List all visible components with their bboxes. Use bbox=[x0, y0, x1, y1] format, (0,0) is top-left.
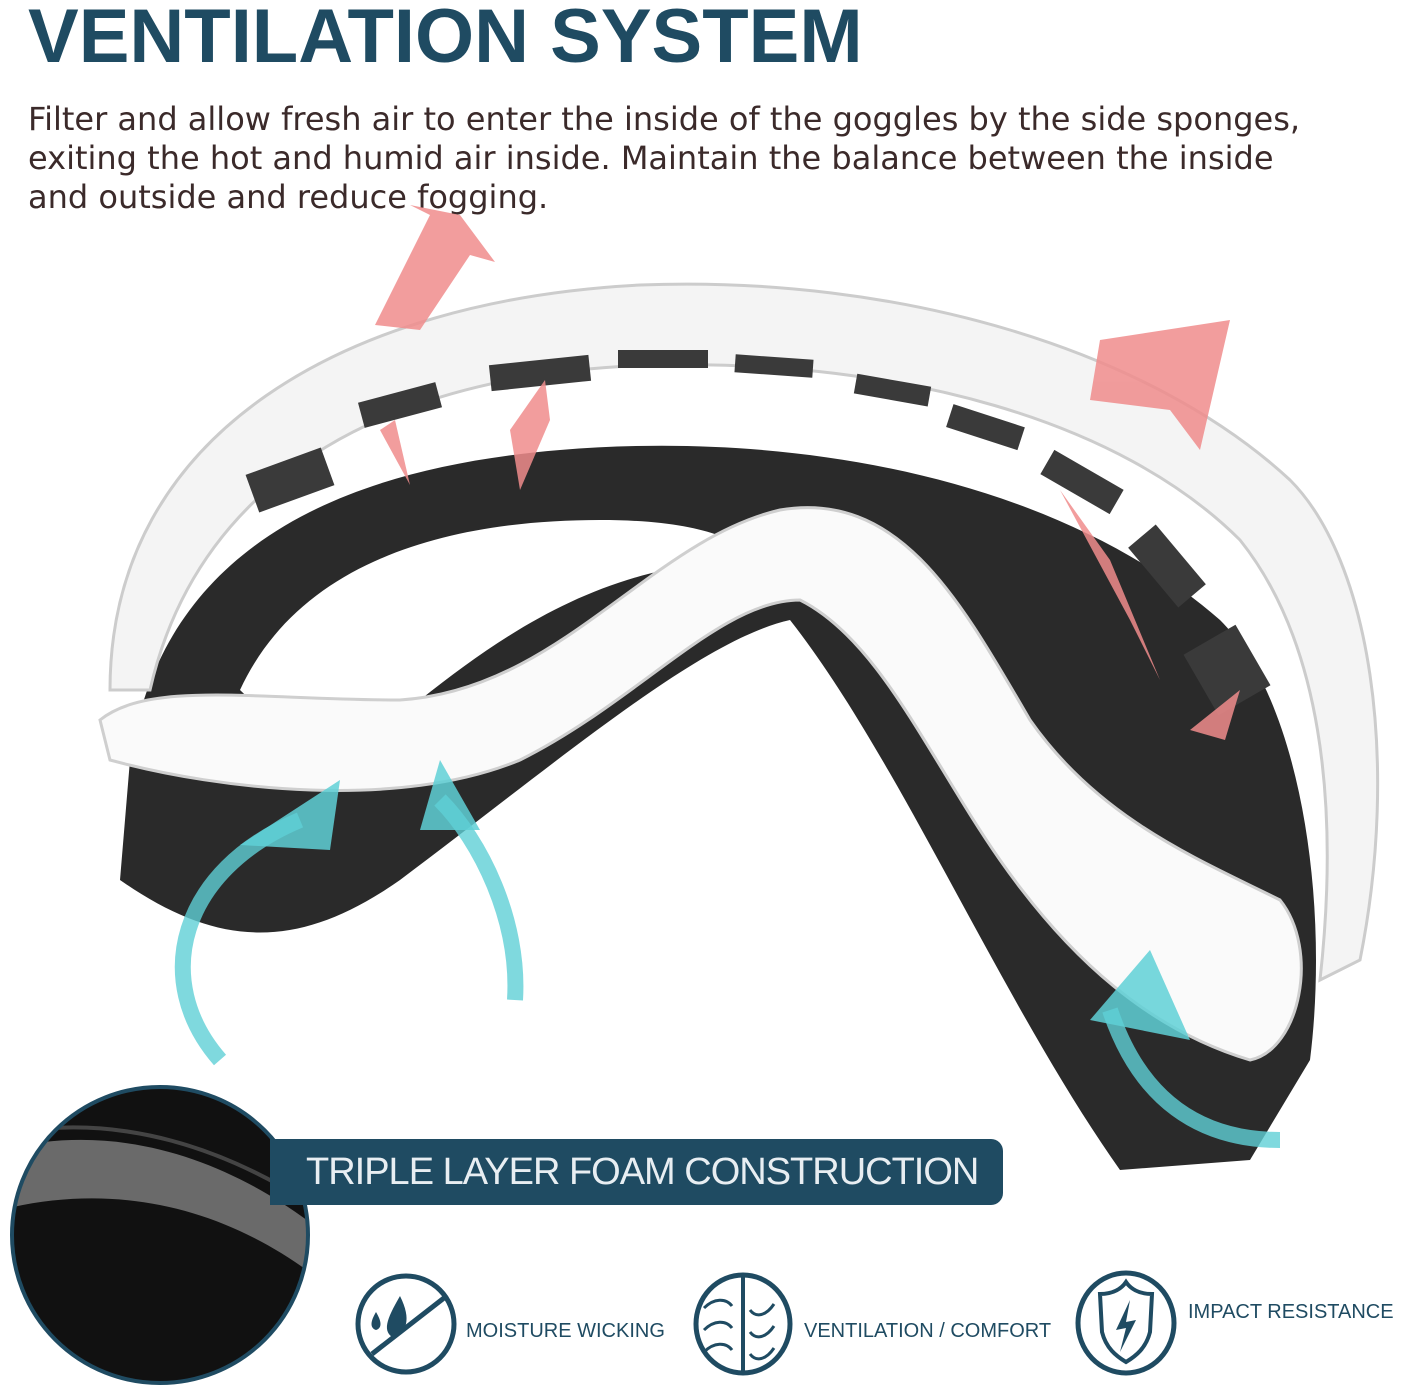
moisture-drops-icon bbox=[355, 1273, 457, 1375]
feature-impact-resistance: IMPACT RESISTANCE bbox=[1074, 1270, 1394, 1376]
feature-label: IMPACT RESISTANCE bbox=[1188, 1300, 1394, 1323]
airflow-icon bbox=[693, 1272, 793, 1376]
warm-air-arrows bbox=[375, 205, 1240, 740]
page-title: VENTILATION SYSTEM bbox=[28, 0, 863, 79]
feature-label: MOISTURE WICKING bbox=[466, 1319, 665, 1342]
frame-front bbox=[98, 506, 1303, 1062]
shield-lightning-icon bbox=[1075, 1270, 1177, 1376]
foam-closeup-inset bbox=[12, 1087, 308, 1383]
vent-sponges bbox=[245, 350, 1271, 716]
feature-banner: TRIPLE LAYER FOAM CONSTRUCTION bbox=[270, 1139, 1003, 1205]
banner-text: TRIPLE LAYER FOAM CONSTRUCTION bbox=[306, 1151, 979, 1193]
feature-label: VENTILATION / COMFORT bbox=[804, 1319, 1052, 1342]
feature-ventilation: VENTILATION / COMFORT bbox=[692, 1272, 1051, 1376]
feature-moisture-wicking: MOISTURE WICKING bbox=[354, 1272, 665, 1376]
description-text: Filter and allow fresh air to enter the … bbox=[28, 100, 1301, 216]
